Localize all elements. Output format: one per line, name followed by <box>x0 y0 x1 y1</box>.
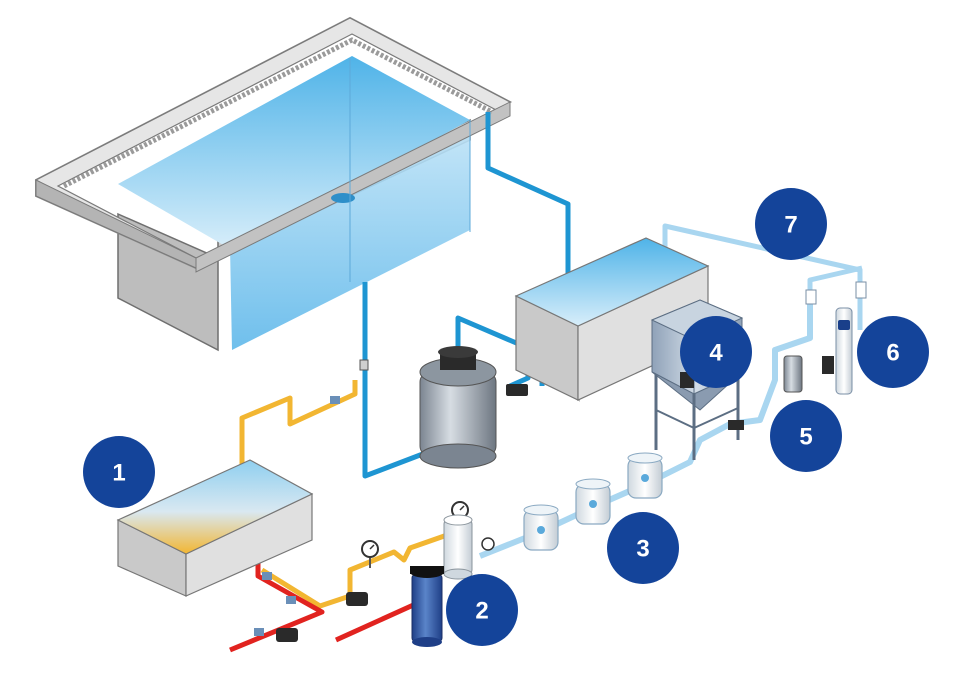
pool-coping-edge-right <box>195 101 511 273</box>
bag-filter-unit <box>575 478 611 525</box>
sand-filter-vessel <box>419 346 528 469</box>
stage-badge-label: 3 <box>636 536 649 563</box>
pressure-gauge-icon <box>361 540 379 568</box>
balance-tank <box>514 237 710 402</box>
balance-tank-water <box>514 237 710 327</box>
collection-tank <box>116 459 314 597</box>
valve-icon <box>254 628 264 636</box>
stage-badge-label: 7 <box>784 212 797 239</box>
pipe-pool-to-balance-tank <box>485 112 571 290</box>
stage-badge-6: 6 <box>857 316 929 388</box>
stage-badge-label: 4 <box>709 340 723 367</box>
stage-badge-4: 4 <box>680 316 752 388</box>
valves-and-gauges <box>254 359 495 642</box>
pipe-red-right <box>334 599 422 643</box>
valve-icon <box>330 396 340 404</box>
stage-badge-label: 6 <box>886 340 899 367</box>
uv-and-dosing-equipment <box>783 281 867 395</box>
stage-badge-label: 1 <box>112 460 125 487</box>
pool-gutter <box>62 37 494 189</box>
stage-badge-5: 5 <box>770 400 842 472</box>
stage-badge-label: 5 <box>799 424 812 451</box>
pool-side-left <box>117 212 219 352</box>
valve-icon <box>262 572 272 580</box>
pipe-yellow-upper <box>239 380 358 478</box>
stage-badge-3: 3 <box>607 512 679 584</box>
pool-water-surface <box>118 56 470 250</box>
pipe-pool-to-vessel <box>362 282 429 479</box>
swimming-pool <box>34 16 513 352</box>
pump-icon <box>346 592 368 606</box>
stage-badge-2: 2 <box>446 574 518 646</box>
cartridge-filters <box>410 514 473 647</box>
stage-badge-7: 7 <box>755 188 827 260</box>
pool-drain-icon <box>331 193 355 203</box>
pipe-yellow-lower <box>260 531 451 609</box>
dosing-filter-icon <box>783 355 803 393</box>
pump-icon <box>276 628 298 642</box>
bag-filter-unit <box>627 452 663 499</box>
bag-filter-unit <box>523 504 559 551</box>
stage-badge-1: 1 <box>83 436 155 508</box>
stage-badge-label: 2 <box>475 598 488 625</box>
valve-icon <box>359 359 369 371</box>
bag-filters <box>523 452 663 551</box>
pressure-gauge-icon <box>481 537 495 551</box>
pipe-return-loop <box>807 265 863 298</box>
valve-icon <box>286 596 296 604</box>
collection-tank-water <box>116 459 314 555</box>
stage-badges: 1 2 3 4 5 6 7 <box>83 188 929 646</box>
